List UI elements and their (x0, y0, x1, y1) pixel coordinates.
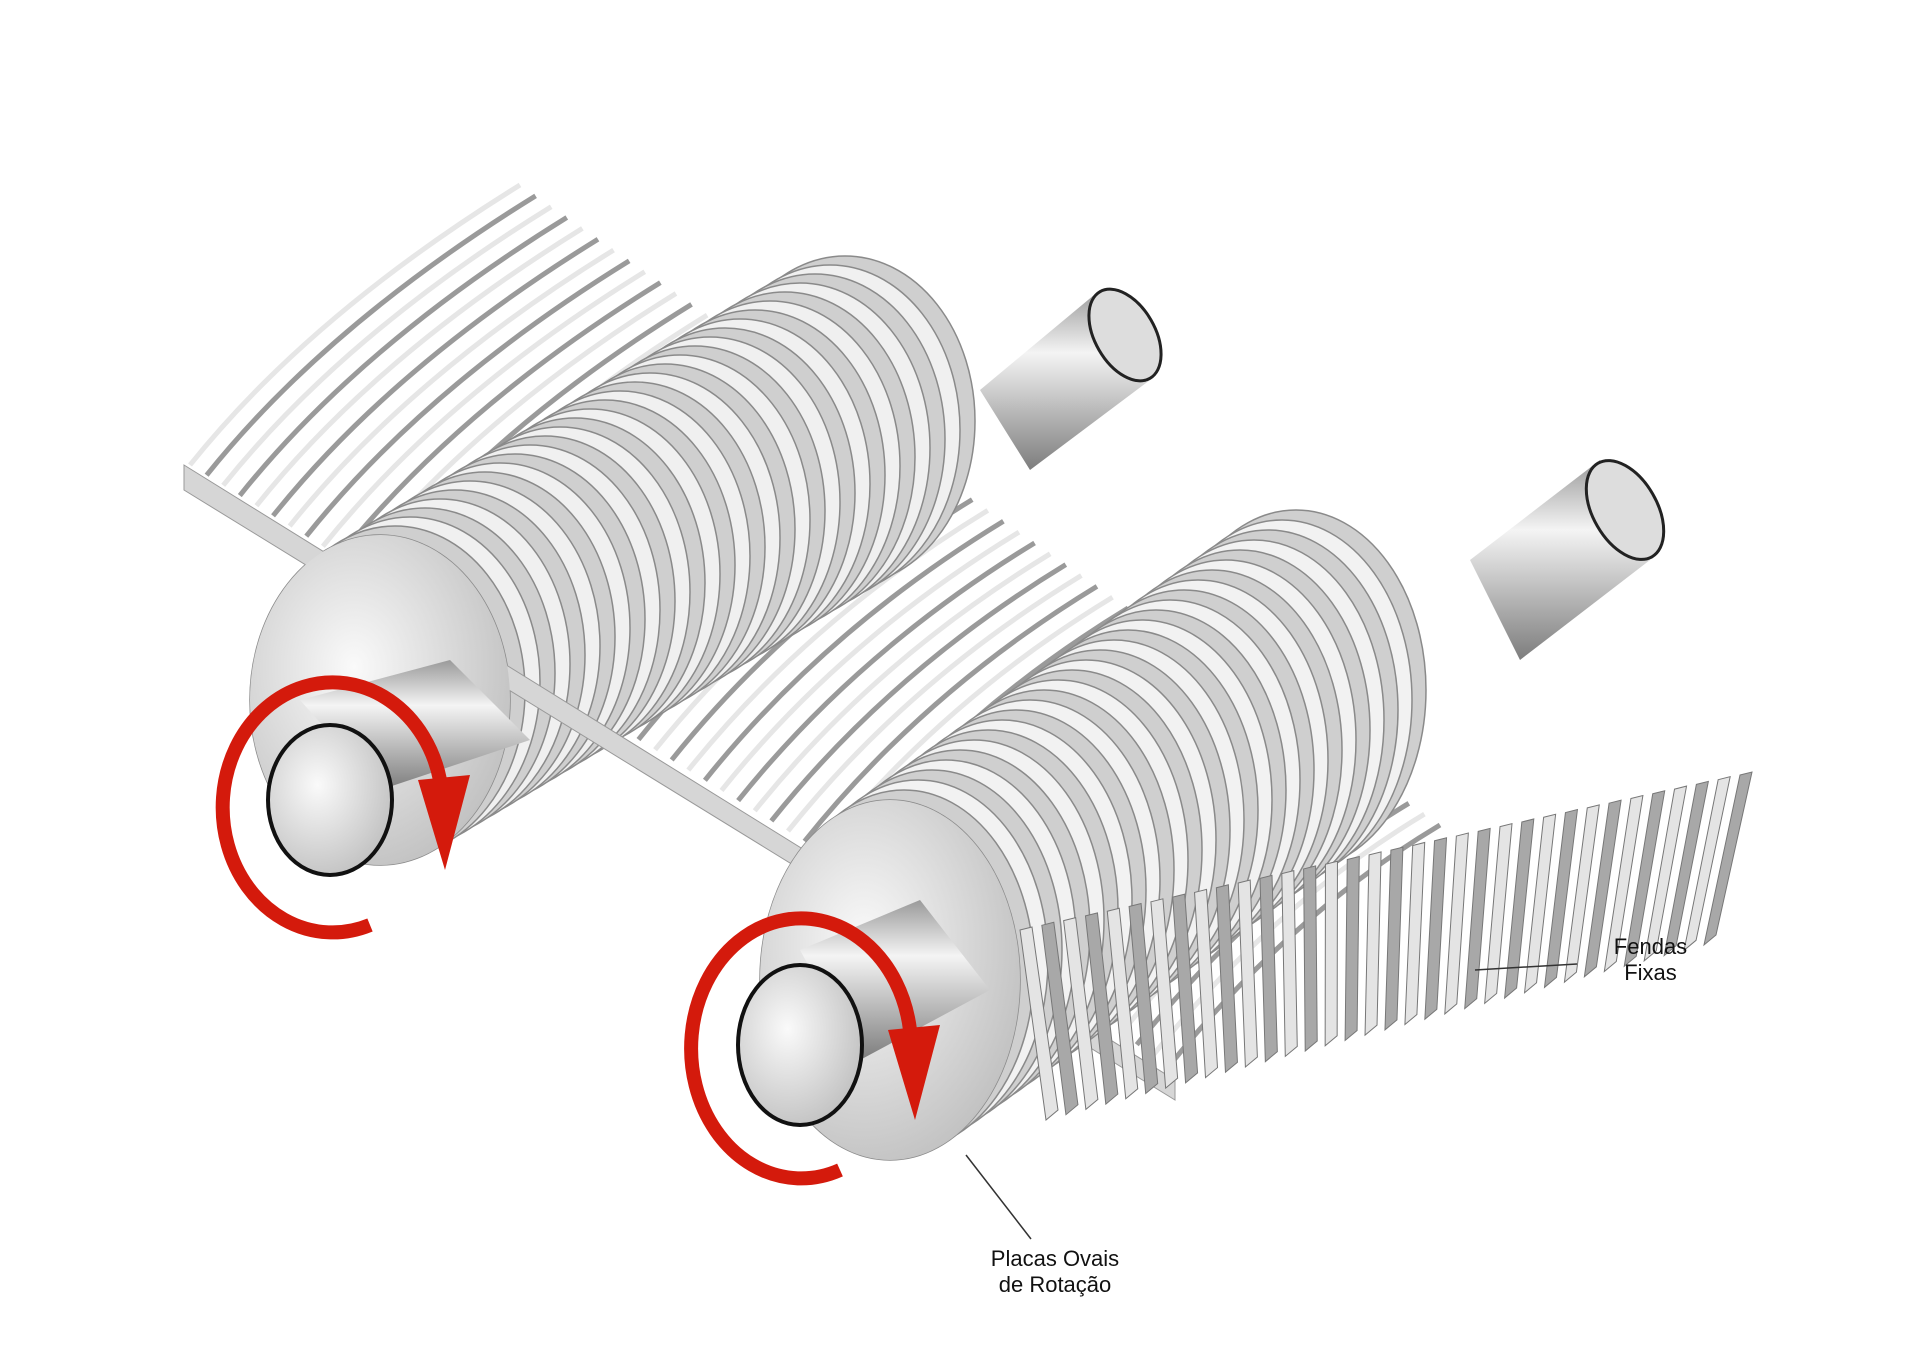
fixed-slot-fin (1623, 790, 1666, 968)
fixed-slot-fin (1663, 780, 1710, 957)
fixed-slot-fin (1172, 893, 1199, 1084)
fixed-slot-fin (1583, 799, 1622, 979)
fixed-slot-fin (1344, 855, 1360, 1042)
fixed-slot-fin (1603, 794, 1644, 973)
fixed-slot-fin (1084, 912, 1119, 1106)
leader-line-rotating-plates (965, 1154, 1032, 1240)
fixed-slot-fin (1041, 921, 1079, 1116)
fixed-slot-fin (1444, 832, 1469, 1016)
comb-fin (304, 258, 631, 538)
fixed-slot-fin (1683, 776, 1731, 952)
fixed-slot-fin (1324, 860, 1338, 1047)
fixed-slot-fin (1303, 865, 1318, 1053)
fixed-slot-fin (1503, 818, 1535, 1000)
fixed-slot-fin (1543, 808, 1579, 989)
fixed-slot-fin (1563, 804, 1600, 984)
fixed-slot-fin (1237, 879, 1258, 1069)
leader-line-fixed-slots (1474, 963, 1578, 971)
fixed-slot-fin (1703, 771, 1753, 947)
fixed-slot-fin (1150, 898, 1179, 1090)
comb-fin (188, 182, 522, 467)
comb-fin (237, 215, 569, 498)
fixed-slot-fin (1128, 902, 1159, 1095)
fixed-slot-fin (1643, 785, 1688, 963)
comb-fin (769, 562, 1068, 823)
fixed-slot-fin (1194, 888, 1219, 1079)
fixed-slot-fin (1364, 851, 1382, 1037)
fixed-slot-fin (1424, 837, 1448, 1021)
rear-shaft-right (1470, 459, 1666, 660)
comb-fin (719, 529, 1021, 792)
fixed-slot-fin (1384, 846, 1404, 1031)
fixed-slot-fin (1404, 841, 1426, 1026)
rotation-arrow-left-icon (215, 675, 470, 940)
rear-shaft-left (980, 287, 1163, 470)
fixed-slot-fin (1063, 916, 1099, 1111)
comb-fin (337, 280, 662, 559)
comb-fin (736, 540, 1036, 803)
comb-fin (287, 247, 615, 528)
front-fixed-slots (1019, 771, 1753, 1121)
comb-fin (271, 237, 600, 518)
fixed-slot-fin (1484, 823, 1513, 1005)
fixed-slot-fin (1019, 926, 1059, 1121)
comb-fin (752, 551, 1052, 813)
comb-fin (686, 508, 990, 772)
fixed-slot-fin (1281, 869, 1298, 1058)
fixed-slot-fin (1215, 884, 1238, 1074)
label-rotating-plates: Placas Ovais de Rotação (990, 1246, 1120, 1297)
comb-fin (221, 204, 553, 487)
comb-fin (786, 573, 1083, 833)
comb-fin (802, 584, 1099, 843)
fixed-slot-fin (1106, 907, 1139, 1100)
comb-fin (702, 519, 1005, 782)
fixed-slot-fin (1259, 874, 1278, 1063)
fixed-slot-fin (1464, 827, 1491, 1010)
fixed-slot-fin (1523, 813, 1557, 994)
comb-fin (204, 193, 537, 477)
comb-fin (320, 269, 647, 548)
comb-fin (254, 226, 584, 508)
rotation-arrow-right-icon (684, 911, 940, 1186)
label-fixed-slots: Fendas Fixas (1613, 934, 1688, 985)
